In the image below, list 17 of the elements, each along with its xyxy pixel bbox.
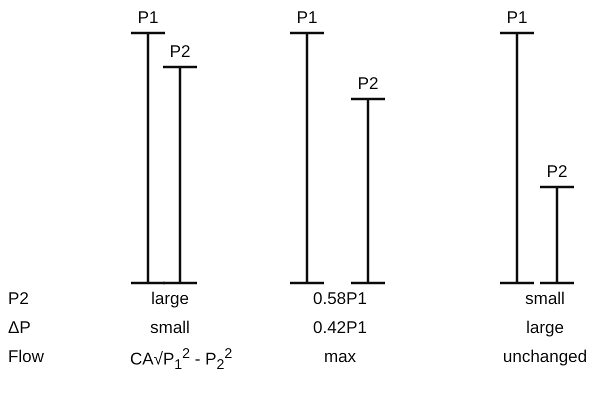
row-header: Flow	[8, 347, 44, 367]
pressure-label: P2	[546, 162, 568, 182]
table-value: unchanged	[502, 347, 588, 367]
table-value: large	[526, 318, 564, 338]
table-value: small	[525, 289, 565, 309]
table-value: max	[324, 347, 356, 367]
pressure-label: P2	[170, 42, 190, 62]
table-value: small	[150, 318, 190, 338]
row-header: ΔP	[8, 318, 31, 338]
pressure-label: P1	[138, 8, 158, 28]
table-value: 0.42P1	[313, 318, 367, 338]
pressure-label: P1	[296, 8, 318, 28]
row-header: P2	[8, 289, 29, 309]
pressure-label: P2	[358, 74, 378, 94]
pressure-label: P1	[506, 8, 528, 28]
table-value: 0.58P1	[313, 289, 367, 309]
table-value: large	[151, 289, 189, 309]
